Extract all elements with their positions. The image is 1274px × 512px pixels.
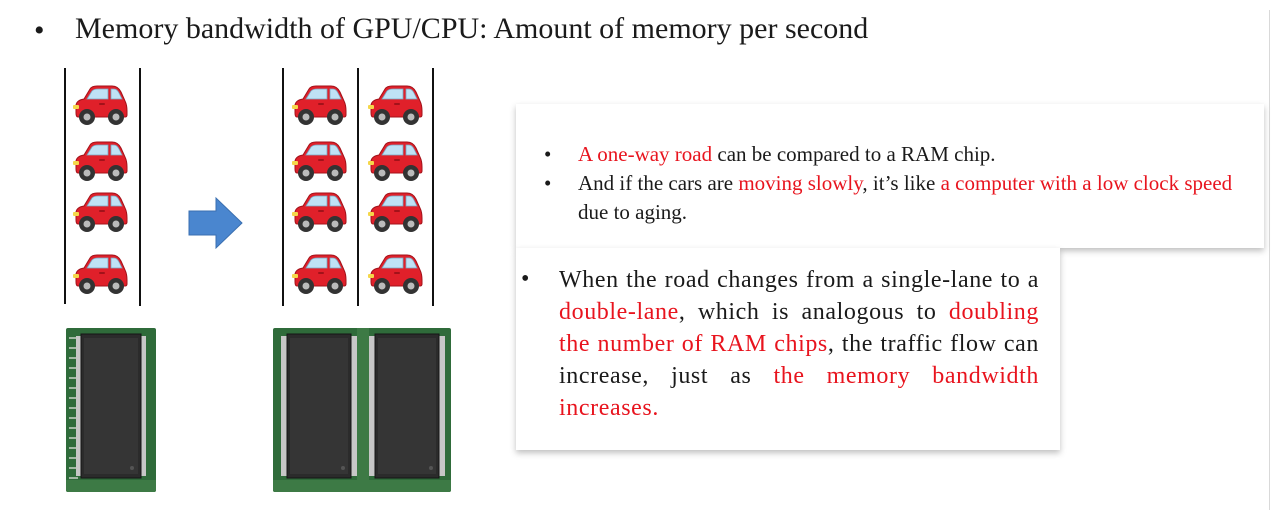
car-icon xyxy=(70,83,128,127)
analogy-item: A one-way road can be compared to a RAM … xyxy=(544,140,1244,169)
body-text: , the traffic flow can increase, just as xyxy=(559,331,1039,389)
ram-chip-icon xyxy=(273,328,451,492)
ram-chip-icon xyxy=(66,328,156,492)
analogy-list: A one-way road can be compared to a RAM … xyxy=(544,140,1244,227)
car-icon xyxy=(70,190,128,234)
car-icon xyxy=(289,83,347,127)
highlight-text: a computer with a low clock speed xyxy=(940,171,1233,195)
bullet: • xyxy=(521,266,530,292)
car-icon xyxy=(365,190,423,234)
scrollbar-track xyxy=(1269,10,1270,510)
double-lane-paragraph: When the road changes from a single-lane… xyxy=(559,264,1039,424)
body-text: can be compared to a RAM chip. xyxy=(712,142,996,166)
info-box-double-lane: • When the road changes from a single-la… xyxy=(516,248,1060,450)
lane-line xyxy=(139,68,141,306)
lane-line xyxy=(432,68,434,306)
body-text: due to aging. xyxy=(578,200,688,224)
body-text: , which is analogous to xyxy=(678,299,949,325)
highlight-text: doubling the number of RAM chips xyxy=(559,299,1039,357)
highlight-text: the memory bandwidth increases. xyxy=(559,363,1040,421)
highlight-text: A one-way road xyxy=(578,142,713,166)
car-icon xyxy=(70,252,128,296)
car-icon xyxy=(289,190,347,234)
highlight-text: moving slowly xyxy=(738,171,863,195)
car-icon xyxy=(70,139,128,183)
car-icon xyxy=(365,252,423,296)
car-icon xyxy=(289,252,347,296)
car-icon xyxy=(365,139,423,183)
car-icon xyxy=(365,83,423,127)
highlight-text: double-lane xyxy=(559,299,679,325)
body-text: And if the cars are xyxy=(578,171,739,195)
lane-line xyxy=(357,68,359,306)
arrow-right-icon xyxy=(188,196,243,250)
lane-line xyxy=(64,68,66,304)
body-text: , it’s like xyxy=(862,171,941,195)
body-text: When the road changes from a single-lane… xyxy=(559,267,1039,293)
title-bullet: • xyxy=(34,14,45,47)
analogy-item: And if the cars are moving slowly, it’s … xyxy=(544,169,1244,227)
info-box-ram-analogy: A one-way road can be compared to a RAM … xyxy=(516,104,1264,248)
lane-line xyxy=(282,68,284,306)
car-icon xyxy=(289,139,347,183)
slide-title: Memory bandwidth of GPU/CPU: Amount of m… xyxy=(75,12,869,45)
